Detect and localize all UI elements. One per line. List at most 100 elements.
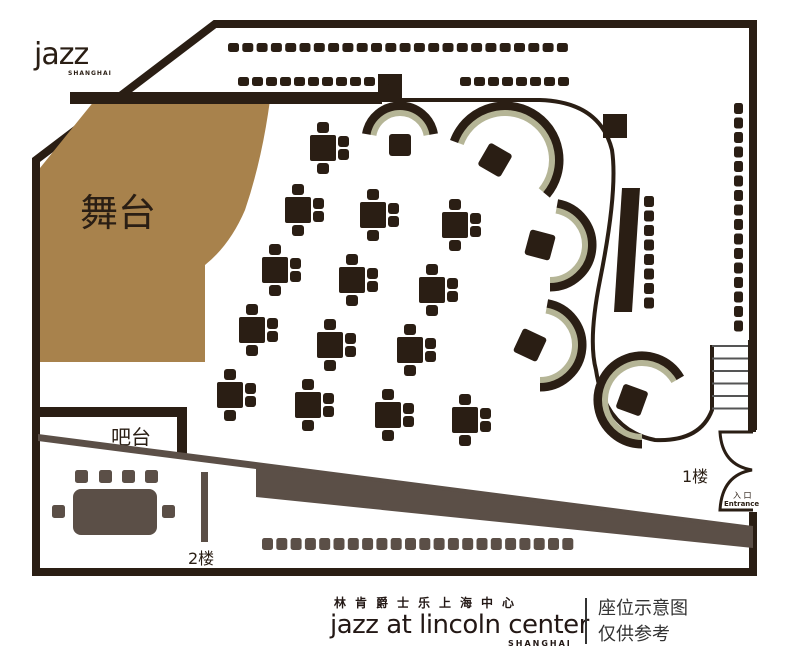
seat[interactable]: [734, 132, 743, 143]
table[interactable]: [452, 407, 478, 433]
chair[interactable]: [269, 244, 281, 255]
seat[interactable]: [276, 538, 288, 550]
chair[interactable]: [292, 184, 304, 195]
seat[interactable]: [488, 77, 499, 86]
table-cluster[interactable]: [397, 324, 436, 376]
chair[interactable]: [404, 365, 416, 376]
seat[interactable]: [530, 77, 541, 86]
seat[interactable]: [322, 77, 333, 86]
seat[interactable]: [262, 538, 273, 550]
table-cluster[interactable]: [375, 389, 414, 441]
seat[interactable]: [734, 248, 743, 259]
seat[interactable]: [644, 297, 654, 309]
seat[interactable]: [474, 77, 485, 86]
chair[interactable]: [367, 268, 378, 279]
table[interactable]: [360, 202, 386, 228]
seat[interactable]: [533, 538, 545, 550]
chair[interactable]: [224, 369, 236, 380]
table-cluster[interactable]: [217, 369, 256, 421]
seat[interactable]: [644, 283, 654, 294]
chair[interactable]: [246, 304, 258, 315]
chair[interactable]: [323, 393, 334, 404]
seat[interactable]: [644, 196, 654, 207]
seat[interactable]: [376, 538, 388, 550]
chair[interactable]: [426, 305, 438, 316]
seat[interactable]: [99, 470, 112, 483]
chair[interactable]: [459, 435, 471, 446]
table[interactable]: [285, 197, 311, 223]
seat[interactable]: [734, 306, 743, 317]
seat[interactable]: [266, 77, 277, 86]
seat[interactable]: [428, 43, 440, 52]
chair[interactable]: [246, 345, 258, 356]
seat[interactable]: [734, 291, 743, 303]
seat[interactable]: [644, 254, 654, 265]
seat[interactable]: [433, 538, 445, 550]
chair[interactable]: [245, 396, 256, 407]
seat[interactable]: [242, 43, 254, 52]
seat[interactable]: [644, 210, 654, 222]
seat[interactable]: [476, 538, 488, 550]
seat[interactable]: [122, 470, 135, 483]
seat[interactable]: [456, 43, 468, 52]
chair[interactable]: [425, 351, 436, 362]
chair[interactable]: [302, 420, 314, 431]
seat[interactable]: [471, 43, 483, 52]
seat[interactable]: [734, 219, 743, 230]
chair[interactable]: [269, 285, 281, 296]
seat[interactable]: [502, 77, 513, 86]
seat[interactable]: [734, 277, 743, 288]
table-cluster[interactable]: [295, 379, 334, 431]
chair[interactable]: [346, 295, 358, 306]
seat[interactable]: [350, 77, 361, 86]
chair[interactable]: [449, 240, 461, 251]
chair[interactable]: [367, 281, 378, 292]
seat[interactable]: [371, 43, 382, 52]
seat[interactable]: [319, 538, 331, 550]
seat[interactable]: [734, 233, 743, 245]
chair[interactable]: [224, 410, 236, 421]
chair[interactable]: [447, 278, 458, 289]
seat[interactable]: [490, 538, 502, 550]
chair[interactable]: [323, 406, 334, 417]
chair[interactable]: [480, 408, 491, 419]
seat[interactable]: [442, 43, 454, 52]
table-cluster[interactable]: [339, 254, 378, 306]
seat[interactable]: [356, 43, 368, 52]
seat[interactable]: [342, 43, 354, 52]
chair[interactable]: [290, 258, 301, 269]
chair[interactable]: [425, 338, 436, 349]
seat[interactable]: [734, 117, 743, 129]
seat[interactable]: [364, 77, 375, 86]
table[interactable]: [397, 337, 423, 363]
seat[interactable]: [399, 43, 411, 52]
table[interactable]: [375, 402, 401, 428]
seat[interactable]: [447, 538, 459, 550]
table-cluster[interactable]: [360, 189, 399, 241]
table[interactable]: [239, 317, 265, 343]
seat[interactable]: [280, 77, 291, 86]
booth[interactable]: [524, 199, 597, 292]
seat[interactable]: [299, 43, 311, 52]
seat[interactable]: [347, 538, 359, 550]
seat[interactable]: [162, 505, 175, 518]
chair[interactable]: [324, 319, 336, 330]
seat[interactable]: [734, 103, 743, 114]
chair[interactable]: [245, 383, 256, 394]
seat[interactable]: [734, 146, 743, 158]
chair[interactable]: [367, 189, 379, 200]
seat[interactable]: [362, 538, 374, 550]
chair[interactable]: [426, 264, 438, 275]
seat[interactable]: [413, 43, 425, 52]
seat[interactable]: [644, 268, 654, 280]
seat[interactable]: [419, 538, 431, 550]
chair[interactable]: [404, 324, 416, 335]
seat[interactable]: [544, 77, 555, 86]
seat[interactable]: [528, 43, 540, 52]
chair[interactable]: [403, 416, 414, 427]
seat[interactable]: [238, 77, 249, 86]
chair[interactable]: [338, 149, 349, 160]
table-cluster[interactable]: [262, 244, 301, 296]
seat[interactable]: [294, 77, 305, 86]
seat[interactable]: [228, 43, 239, 52]
